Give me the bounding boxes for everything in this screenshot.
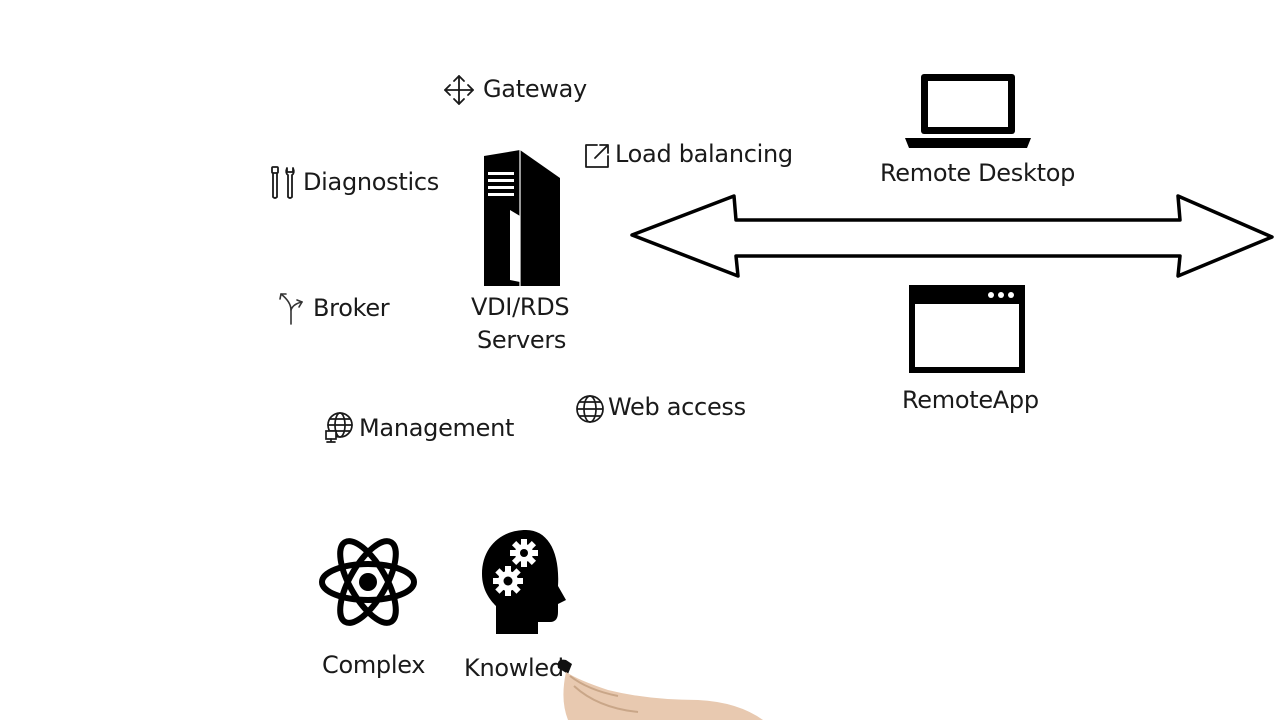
web-access-label: Web access	[608, 393, 746, 421]
knowledge-label: Knowled	[464, 654, 564, 682]
drawing-hand-icon	[548, 650, 768, 720]
load-balancing-icon	[583, 142, 611, 170]
management-icon	[323, 410, 357, 444]
server-tower-icon	[480, 148, 562, 288]
broker-label: Broker	[313, 294, 390, 322]
server-label-line2: Servers	[477, 326, 567, 354]
app-window-icon	[907, 283, 1027, 375]
web-access-icon	[575, 394, 605, 424]
diagnostics-label: Diagnostics	[303, 168, 439, 196]
gateway-label: Gateway	[483, 75, 587, 103]
remoteapp-label: RemoteApp	[902, 386, 1039, 414]
laptop-icon	[903, 72, 1033, 152]
load-balancing-label: Load balancing	[615, 140, 793, 168]
diagnostics-icon	[268, 165, 298, 201]
remote-desktop-label: Remote Desktop	[880, 159, 1076, 187]
head-gears-icon	[480, 528, 572, 636]
gateway-icon	[442, 73, 476, 107]
broker-icon	[276, 290, 306, 326]
server-label-line1: VDI/RDS	[471, 293, 570, 321]
complex-label: Complex	[322, 651, 426, 679]
management-label: Management	[359, 414, 515, 442]
double-arrow-icon	[628, 190, 1278, 282]
atom-icon	[318, 528, 418, 636]
